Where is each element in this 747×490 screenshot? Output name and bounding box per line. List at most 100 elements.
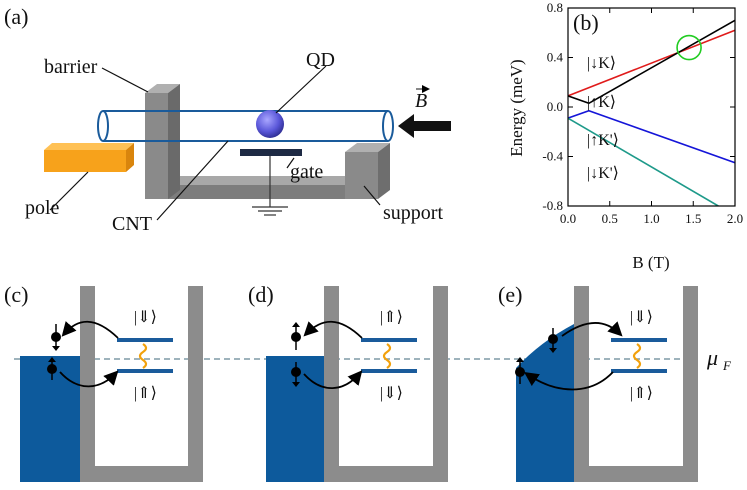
x-tick-label-0: 0.0 [560,211,576,226]
panel-b: 0.0 0.5 1.0 1.5 2.0 0.8 0.4 0.0 -0.4 -0.8 (b) B (… [507,0,743,272]
x-tick-label-3: 1.5 [685,211,701,226]
y-tick-label-1: 0.4 [547,50,564,65]
pole-leader [49,171,89,211]
cnt-right-end [382,110,394,142]
spin-down-arrow-c1-icon [52,346,60,351]
electron-e2 [515,367,525,377]
panel-c: (c) |⇓⟩ |⇑⟩ [4,282,203,482]
ket-c-top: |⇓⟩ [134,309,157,326]
barrier-top [145,84,180,93]
barrier-right-e [683,286,698,482]
spin-up-arrow-c2-icon [48,357,56,362]
lead-c [20,356,80,482]
support-label: support [383,202,443,224]
electron-c2 [47,364,57,374]
x-tick-label-2: 1.0 [643,211,659,226]
well-floor-c [95,466,195,482]
pole-side [126,143,134,172]
cnt-leader [156,140,229,221]
well-floor-e [589,466,689,482]
chart-xlabel: B (T) [632,253,669,272]
support-block [345,152,378,199]
energy-chart: 0.0 0.5 1.0 1.5 2.0 0.8 0.4 0.0 -0.4 -0.8 [542,0,743,226]
series-line-3 [568,117,719,206]
mu-sub-label: F [722,358,732,373]
gate-label: gate [290,161,323,183]
support-block-top [345,143,390,152]
ket-e-top: |⇓⟩ [630,309,653,326]
lead-d [266,356,324,482]
spin-up-arrow-d1-icon [292,322,300,327]
panel-e-label: (e) [498,282,522,307]
barrier-left-e [574,286,589,482]
wiggle-d [382,343,392,369]
barrier-left-c [80,286,95,482]
panel-c-label: (c) [4,282,28,307]
ket-down-k: |↓K⟩ [587,55,616,72]
electron-e1 [548,334,558,344]
crossing-highlight-circle [676,34,702,61]
x-tick-label-4: 2.0 [727,211,743,226]
x-tick-label-1: 0.5 [602,211,618,226]
arrow-c-bottom-icon [59,370,119,388]
y-tick-label-2: 0.0 [547,99,563,114]
spin-down-arrow-d2-icon [292,382,300,387]
panel-e: (e) |⇓⟩ |⇑⟩ [498,282,698,482]
qd-label: QD [306,49,335,71]
b-field-label: B [415,90,427,112]
pole-top [44,143,134,150]
ket-up-kp: |↑K'⟩ [587,132,619,149]
barrier [145,93,168,199]
ket-e-bottom: |⇑⟩ [630,385,653,402]
quantum-dot [256,110,284,138]
cnt-label: CNT [112,213,152,235]
arrow-c-top-icon [61,320,119,339]
electron-c1 [51,332,61,342]
y-tick-label-3: -0.4 [542,149,563,164]
y-tick-label-0: 0.8 [547,0,563,15]
gate-leader [286,157,295,169]
arrow-d-top-icon [303,320,363,339]
wiggle-c [138,343,148,369]
arrow-e-top-icon [561,321,623,337]
gate-electrode [240,149,302,156]
lead-e [516,324,574,482]
barrier-left-d [324,286,339,482]
panel-b-label: (b) [573,10,599,35]
ket-up-k: |↑K⟩ [587,94,616,111]
electron-d2 [291,367,301,377]
spin-down-arrow-e1-icon [549,348,557,353]
panel-a-label: (a) [4,4,28,29]
pole-label: pole [25,197,60,219]
support-bar [165,185,345,199]
mu-label: μ [706,345,718,370]
panel-a: (a) [4,4,451,235]
series-line-1 [568,19,735,105]
electron-d1 [291,332,301,342]
wiggle-e [632,343,642,369]
barrier-right-d [433,286,448,482]
cnt-left-end [97,110,109,142]
support-bar-top [165,176,357,185]
ket-c-bottom: |⇑⟩ [134,385,157,402]
chart-ylabel: Energy (meV) [507,59,526,156]
panel-d: (d) |⇑⟩ |⇓⟩ [248,282,448,482]
qd-leader [275,65,327,114]
well-floor-d [339,466,439,482]
barrier-leader [101,67,149,93]
series-line-2 [568,109,735,164]
b-field-arrow-icon [398,114,451,138]
arrow-d-bottom-icon [303,370,363,389]
ket-d-bottom: |⇓⟩ [380,385,403,402]
ket-d-top: |⇑⟩ [380,309,403,326]
series-line-0 [568,29,735,97]
barrier-label: barrier [44,56,98,78]
support-block-side [378,143,390,199]
spin-up-arrow-e2-icon [516,357,524,362]
y-tick-label-4: -0.8 [542,198,563,213]
barrier-right-c [188,286,203,482]
ket-down-kp: |↓K'⟩ [587,165,619,182]
panel-d-label: (d) [248,282,274,307]
arrow-e-bottom-icon [524,371,614,391]
